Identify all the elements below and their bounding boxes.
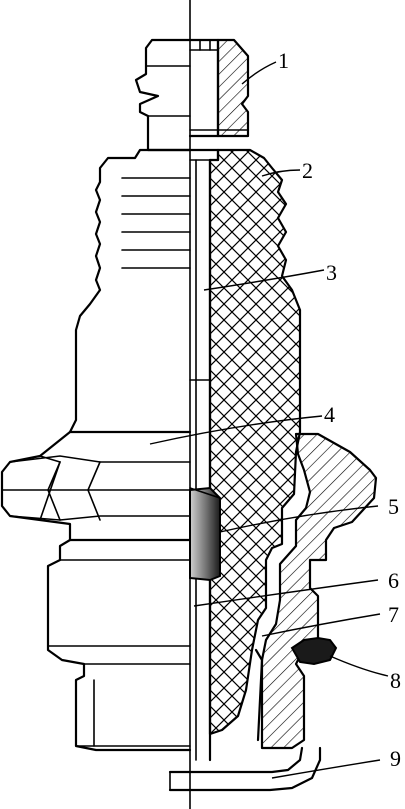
callout-3: 3 — [326, 260, 337, 285]
sealing-gasket — [290, 636, 338, 666]
insulator-section — [208, 148, 302, 736]
callout-2: 2 — [302, 158, 313, 183]
leader-lines — [149, 61, 389, 779]
callout-1: 1 — [278, 48, 289, 73]
callout-5: 5 — [388, 494, 399, 519]
callout-labels: 1 2 3 4 5 6 7 8 9 — [278, 48, 401, 771]
terminal-nut-outline — [134, 38, 192, 152]
lower-shell-outline — [46, 538, 192, 752]
callout-7: 7 — [388, 602, 399, 627]
callout-6: 6 — [388, 568, 399, 593]
insulator-ribs-outline — [68, 148, 192, 434]
exterior-view — [0, 38, 192, 752]
hex-body-outline — [0, 430, 192, 542]
ground-electrode — [168, 746, 322, 792]
callout-8: 8 — [390, 668, 401, 693]
callout-9: 9 — [390, 746, 401, 771]
conductive-seal — [189, 486, 221, 582]
section-view — [168, 38, 378, 792]
callout-4: 4 — [324, 402, 335, 427]
terminal-nut-section — [216, 38, 250, 138]
metal-shell-section — [260, 432, 378, 750]
